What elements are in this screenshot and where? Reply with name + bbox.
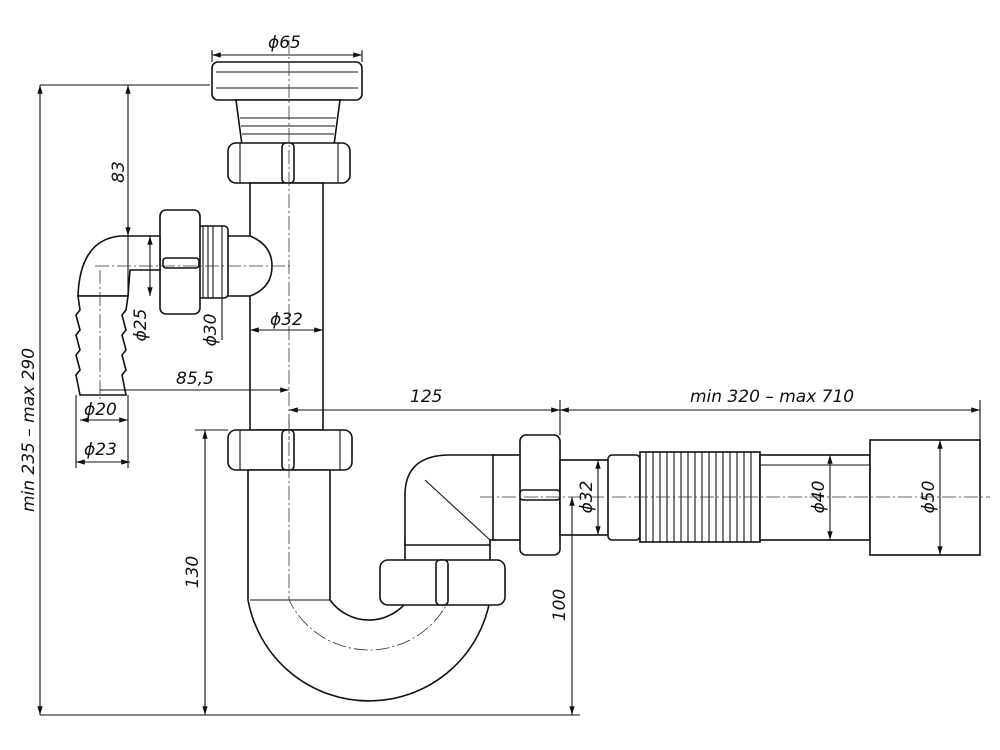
- middle-nut: [227, 429, 353, 471]
- label-branch-outer-diameter: ϕ30: [201, 314, 221, 347]
- u-bend-trap: [247, 420, 506, 702]
- label-outlet-height: 100: [550, 589, 570, 621]
- label-total-height: min 235 – max 290: [19, 348, 39, 512]
- side-branch: [75, 209, 290, 400]
- label-pipe-diameter: ϕ32: [270, 310, 303, 330]
- vertical-pipe: [249, 182, 324, 431]
- label-outlet-offset: 125: [410, 387, 442, 407]
- outlet-and-hose: [480, 434, 990, 556]
- drain-flange: [211, 61, 363, 146]
- label-branch-height: 83: [109, 161, 129, 183]
- label-corrugated-diameter: ϕ40: [809, 481, 829, 514]
- label-hose-length: min 320 – max 710: [690, 387, 854, 407]
- label-hose-max-diameter: ϕ23: [84, 440, 117, 460]
- dimension-lines: [37, 50, 981, 716]
- label-branch-offset: 85,5: [176, 369, 214, 389]
- label-end-diameter: ϕ50: [919, 481, 939, 514]
- label-outlet-diameter: ϕ32: [577, 481, 597, 514]
- label-branch-inner-diameter: ϕ25: [131, 309, 151, 342]
- label-flange-diameter: ϕ65: [268, 33, 301, 53]
- label-trap-height: 130: [183, 556, 203, 588]
- label-hose-min-diameter: ϕ20: [84, 400, 117, 420]
